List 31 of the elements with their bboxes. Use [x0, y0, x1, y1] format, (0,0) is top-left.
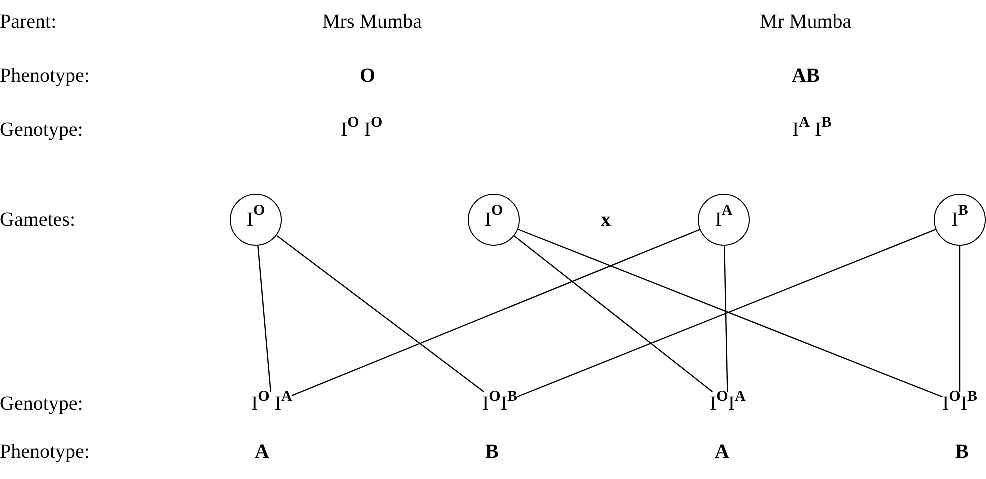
genotype-text: I$^{O}$I$^{A}$: [710, 392, 746, 416]
connector-line: [292, 229, 700, 396]
phenotype-letter: AB: [792, 64, 820, 88]
row-label: Gametes:: [0, 208, 76, 232]
parent-name: Mr Mumba: [760, 10, 852, 34]
gamete-circle: I$^{O}$: [468, 194, 520, 246]
genotype-text: I$^{A}$ I$^{B}$: [792, 118, 832, 142]
connector-line: [959, 246, 961, 392]
row-label: Phenotype:: [0, 440, 90, 464]
connector-line: [724, 246, 728, 392]
genotype-text: I$^{O}$ I$^{O}$: [341, 118, 383, 142]
cross-sign: x: [601, 208, 611, 232]
phenotype-letter: O: [360, 64, 376, 88]
genotype-text: I$^{O}$I$^{B}$: [942, 392, 978, 416]
phenotype-letter: A: [255, 440, 270, 464]
phenotype-letter: B: [956, 440, 969, 464]
row-label: Phenotype:: [0, 64, 90, 88]
parent-name: Mrs Mumba: [322, 10, 422, 34]
connector-line: [258, 246, 272, 392]
gamete-circle: I$^{O}$: [230, 194, 282, 246]
gamete-circle: I$^{B}$: [934, 194, 986, 246]
connector-line: [514, 236, 714, 392]
row-label: Genotype:: [0, 392, 84, 416]
genotype-text: I$^{O}$I$^{B}$: [482, 392, 518, 416]
row-label: Parent:: [0, 10, 57, 34]
row-label: Genotype:: [0, 118, 84, 142]
connector-line: [276, 235, 484, 392]
gamete-circle: I$^{A}$: [698, 194, 750, 246]
phenotype-letter: B: [486, 440, 499, 464]
genotype-text: I$^{O}$ I$^{A}$: [252, 392, 292, 416]
phenotype-letter: A: [715, 440, 730, 464]
